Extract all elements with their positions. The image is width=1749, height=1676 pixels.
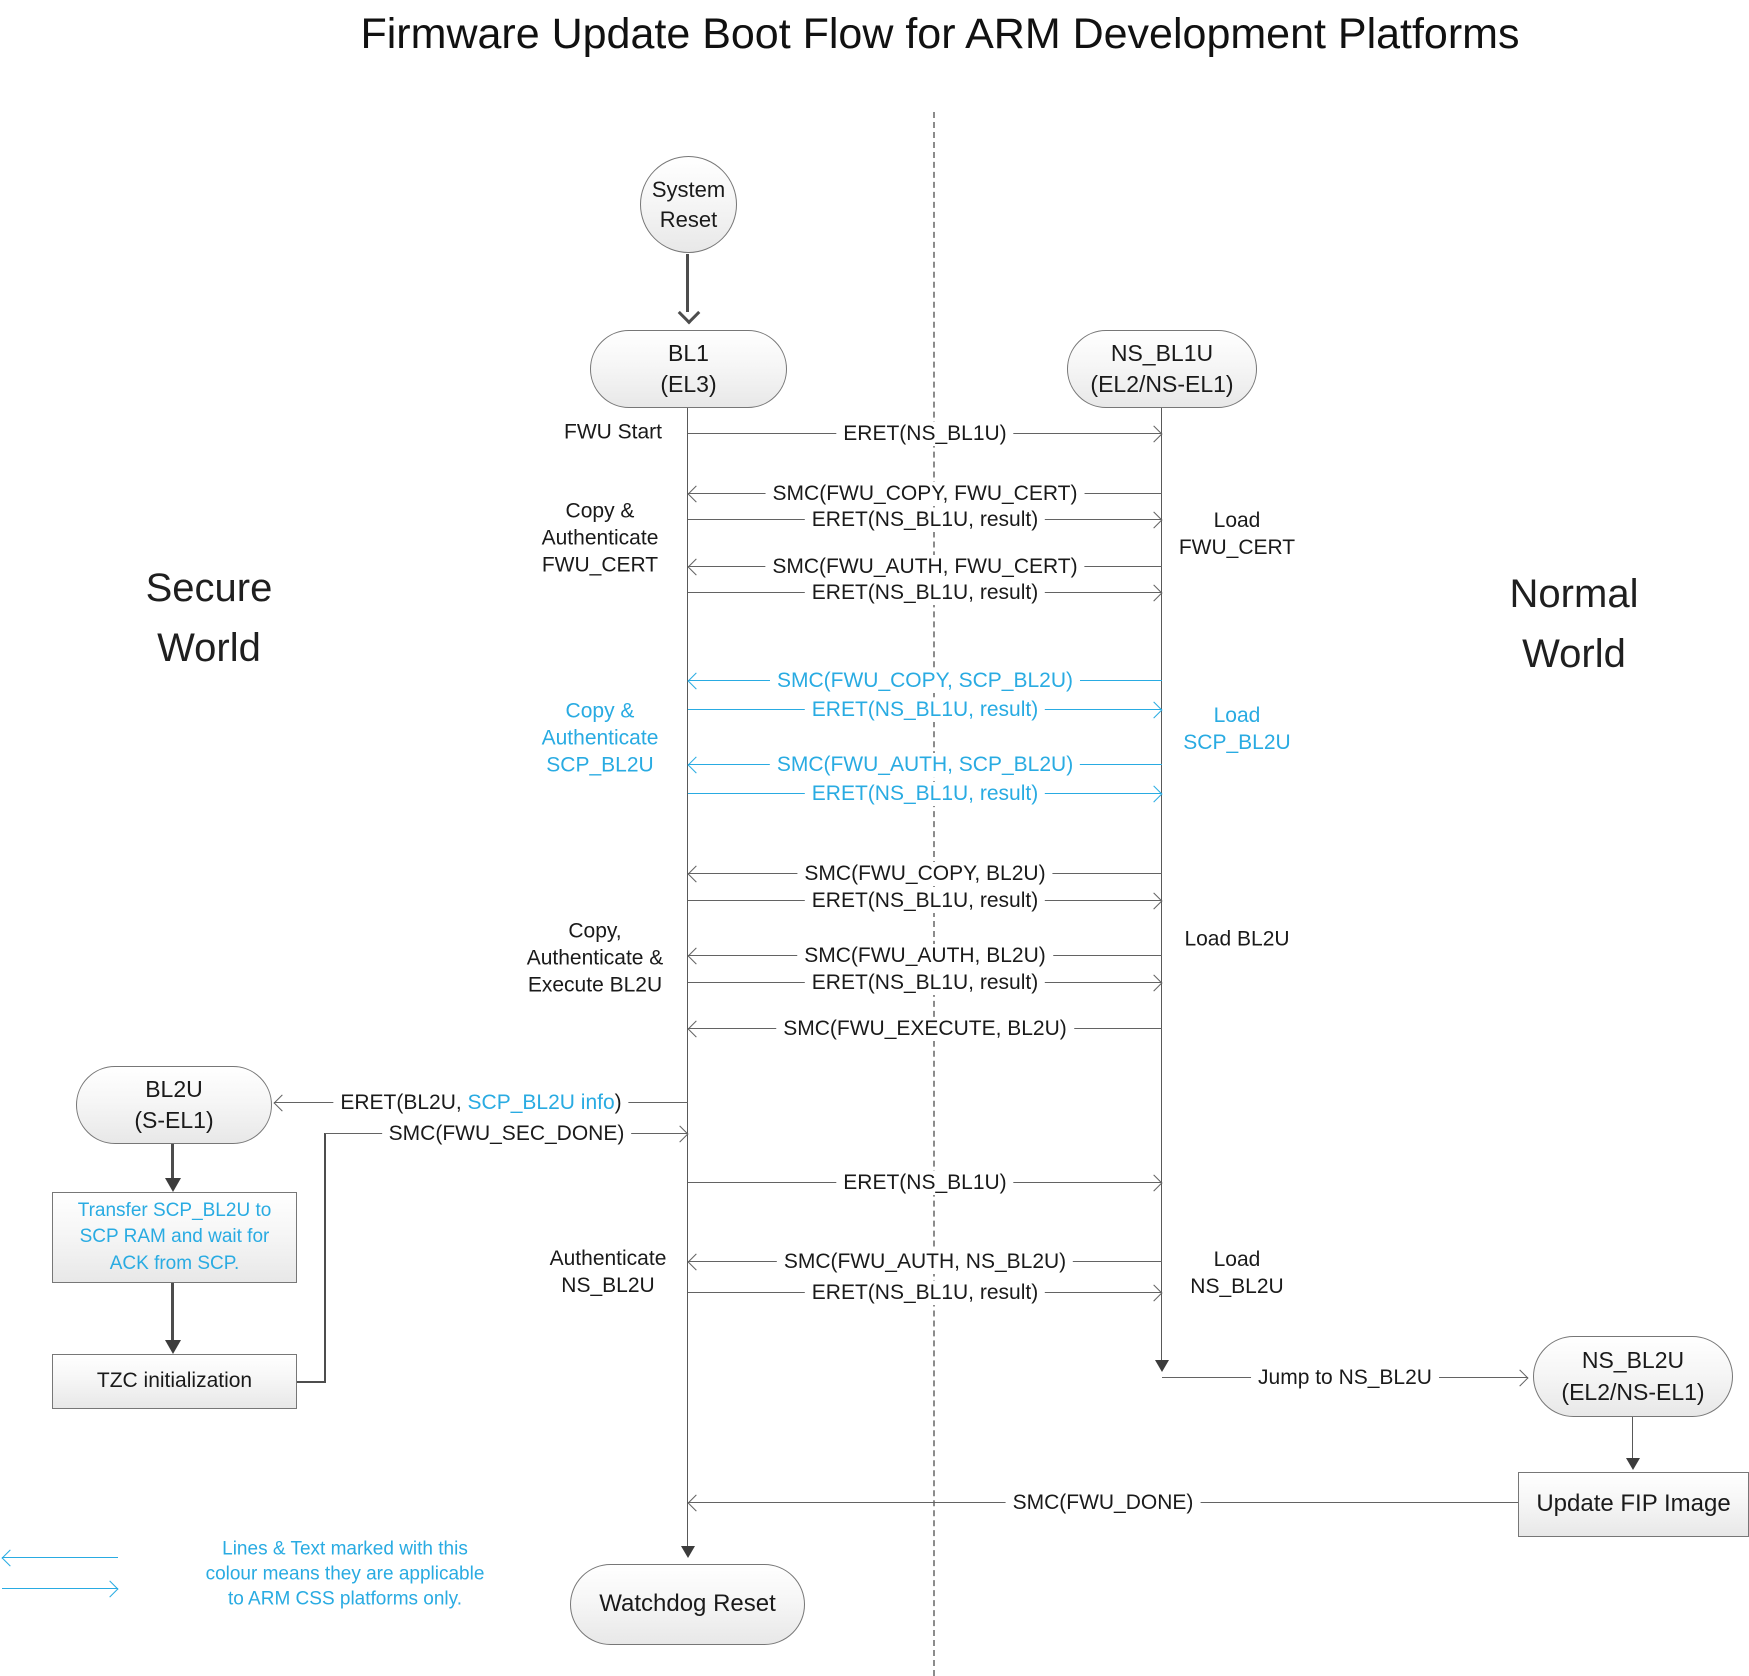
message-label: ERET(NS_BL1U, result) — [804, 698, 1046, 722]
tzc-connector-horizontal — [297, 1381, 326, 1383]
node-watchdog-reset: Watchdog Reset — [570, 1564, 805, 1645]
bl2u-to-transfer-arrow — [171, 1144, 174, 1180]
bl1-lifeline — [687, 408, 688, 1548]
message-smc-fwu-auth-ns-bl2u: SMC(FWU_AUTH, NS_BL2U) — [688, 1250, 1162, 1274]
annotation-fwu-start: FWU Start — [564, 420, 662, 444]
node-ns-bl1u: NS_BL1U (EL2/NS-EL1) — [1067, 330, 1257, 408]
message-smc-fwu-auth-scp-bl2u: SMC(FWU_AUTH, SCP_BL2U) — [688, 753, 1162, 777]
node-tzc-initialization: TZC initialization — [52, 1354, 297, 1409]
node-transfer-scp-bl2u: Transfer SCP_BL2U to SCP RAM and wait fo… — [52, 1192, 297, 1283]
message-eret-result: ERET(NS_BL1U, result) — [688, 1281, 1162, 1305]
message-label: SMC(FWU_SEC_DONE) — [381, 1122, 632, 1146]
node-ns-bl2u: NS_BL2U (EL2/NS-EL1) — [1533, 1336, 1733, 1417]
annotation-copy-auth-fwu-cert: Copy & Authenticate FWU_CERT — [541, 499, 659, 577]
message-eret-result: ERET(NS_BL1U, result) — [688, 889, 1162, 913]
eret-bl2u-scp-info: SCP_BL2U info — [467, 1091, 615, 1114]
ns-bl2u-to-fip-arrow — [1632, 1417, 1633, 1459]
message-label: ERET(NS_BL1U) — [836, 422, 1014, 446]
normal-world-label: Normal World — [1509, 572, 1639, 676]
secure-world-label: Secure World — [145, 566, 273, 670]
message-label: ERET(NS_BL1U) — [836, 1171, 1014, 1195]
message-label: SMC(FWU_AUTH, FWU_CERT) — [765, 555, 1085, 579]
message-label: ERET(BL2U, SCP_BL2U info) — [333, 1091, 629, 1115]
annotation-load-bl2u: Load BL2U — [1184, 927, 1290, 951]
node-bl1: BL1 (EL3) — [590, 330, 787, 408]
legend-arrow-right-icon — [2, 1588, 118, 1589]
ns-bl1u-lifeline — [1161, 408, 1162, 1362]
annotation-copy-auth-scp-bl2u: Copy & Authenticate SCP_BL2U — [541, 699, 659, 777]
message-smc-fwu-copy-bl2u: SMC(FWU_COPY, BL2U) — [688, 862, 1162, 886]
bl1-lifeline-arrowhead-icon — [681, 1546, 695, 1558]
message-smc-fwu-sec-done: SMC(FWU_SEC_DONE) — [325, 1122, 688, 1146]
transfer-to-tzc-arrowhead-icon — [165, 1340, 181, 1354]
annotation-copy-auth-exec-bl2u: Copy, Authenticate & Execute BL2U — [526, 919, 664, 997]
message-smc-fwu-done: SMC(FWU_DONE) — [688, 1491, 1518, 1515]
message-smc-fwu-copy-scp-bl2u: SMC(FWU_COPY, SCP_BL2U) — [688, 669, 1162, 693]
message-jump-to-ns-bl2u: Jump to NS_BL2U — [1162, 1366, 1528, 1390]
message-label: ERET(NS_BL1U, result) — [804, 581, 1046, 605]
system-reset-arrowhead-icon — [677, 301, 701, 325]
message-label: ERET(NS_BL1U, result) — [804, 782, 1046, 806]
message-label: ERET(NS_BL1U, result) — [804, 971, 1046, 995]
diagram-title: Firmware Update Boot Flow for ARM Develo… — [360, 10, 1520, 58]
ns-bl1u-lifeline-arrowhead-icon — [1155, 1360, 1169, 1372]
message-label: Jump to NS_BL2U — [1251, 1366, 1439, 1390]
legend-arrow-left-icon — [2, 1557, 118, 1558]
message-smc-fwu-auth-bl2u: SMC(FWU_AUTH, BL2U) — [688, 944, 1162, 968]
message-smc-fwu-execute-bl2u: SMC(FWU_EXECUTE, BL2U) — [688, 1017, 1162, 1041]
node-system-reset: System Reset — [640, 156, 737, 253]
legend-note: Lines & Text marked with this colour mea… — [205, 1538, 485, 1610]
transfer-to-tzc-arrow — [171, 1283, 174, 1341]
message-label: SMC(FWU_COPY, SCP_BL2U) — [769, 669, 1081, 693]
message-eret-ns-bl1u: ERET(NS_BL1U) — [688, 1171, 1162, 1195]
message-smc-fwu-auth-fwu-cert: SMC(FWU_AUTH, FWU_CERT) — [688, 555, 1162, 579]
message-label: SMC(FWU_AUTH, BL2U) — [797, 944, 1053, 968]
message-eret-ns-bl1u: ERET(NS_BL1U) — [688, 422, 1162, 446]
eret-bl2u-prefix: ERET(BL2U, — [340, 1091, 468, 1114]
message-label: SMC(FWU_DONE) — [1005, 1491, 1201, 1515]
message-eret-result: ERET(NS_BL1U, result) — [688, 698, 1162, 722]
message-label: SMC(FWU_AUTH, SCP_BL2U) — [769, 753, 1081, 777]
message-eret-result: ERET(NS_BL1U, result) — [688, 971, 1162, 995]
annotation-load-ns-bl2u: Load NS_BL2U — [1190, 1248, 1284, 1298]
message-label: SMC(FWU_EXECUTE, BL2U) — [776, 1017, 1074, 1041]
annotation-load-scp-bl2u: Load SCP_BL2U — [1183, 704, 1291, 754]
annotation-load-fwu-cert: Load FWU_CERT — [1178, 509, 1296, 559]
node-update-fip-image: Update FIP Image — [1518, 1472, 1749, 1537]
message-eret-result: ERET(NS_BL1U, result) — [688, 782, 1162, 806]
tzc-connector-vertical — [324, 1133, 326, 1383]
message-label: ERET(NS_BL1U, result) — [804, 889, 1046, 913]
message-label: ERET(NS_BL1U, result) — [804, 508, 1046, 532]
message-eret-result: ERET(NS_BL1U, result) — [688, 581, 1162, 605]
message-label: ERET(NS_BL1U, result) — [804, 1281, 1046, 1305]
message-label: SMC(FWU_COPY, FWU_CERT) — [765, 482, 1085, 506]
eret-bl2u-suffix: ) — [614, 1091, 622, 1114]
system-reset-to-bl1-arrow — [686, 254, 689, 312]
message-smc-fwu-copy-fwu-cert: SMC(FWU_COPY, FWU_CERT) — [688, 482, 1162, 506]
message-eret-result: ERET(NS_BL1U, result) — [688, 508, 1162, 532]
message-label: SMC(FWU_AUTH, NS_BL2U) — [776, 1250, 1074, 1274]
bl2u-to-transfer-arrowhead-icon — [165, 1178, 181, 1192]
message-label: SMC(FWU_COPY, BL2U) — [797, 862, 1053, 886]
ns-bl2u-to-fip-arrowhead-icon — [1626, 1458, 1640, 1470]
node-bl2u: BL2U (S-EL1) — [76, 1066, 272, 1144]
annotation-authenticate-ns-bl2u: Authenticate NS_BL2U — [549, 1247, 667, 1297]
message-eret-bl2u: ERET(BL2U, SCP_BL2U info) — [274, 1091, 688, 1115]
